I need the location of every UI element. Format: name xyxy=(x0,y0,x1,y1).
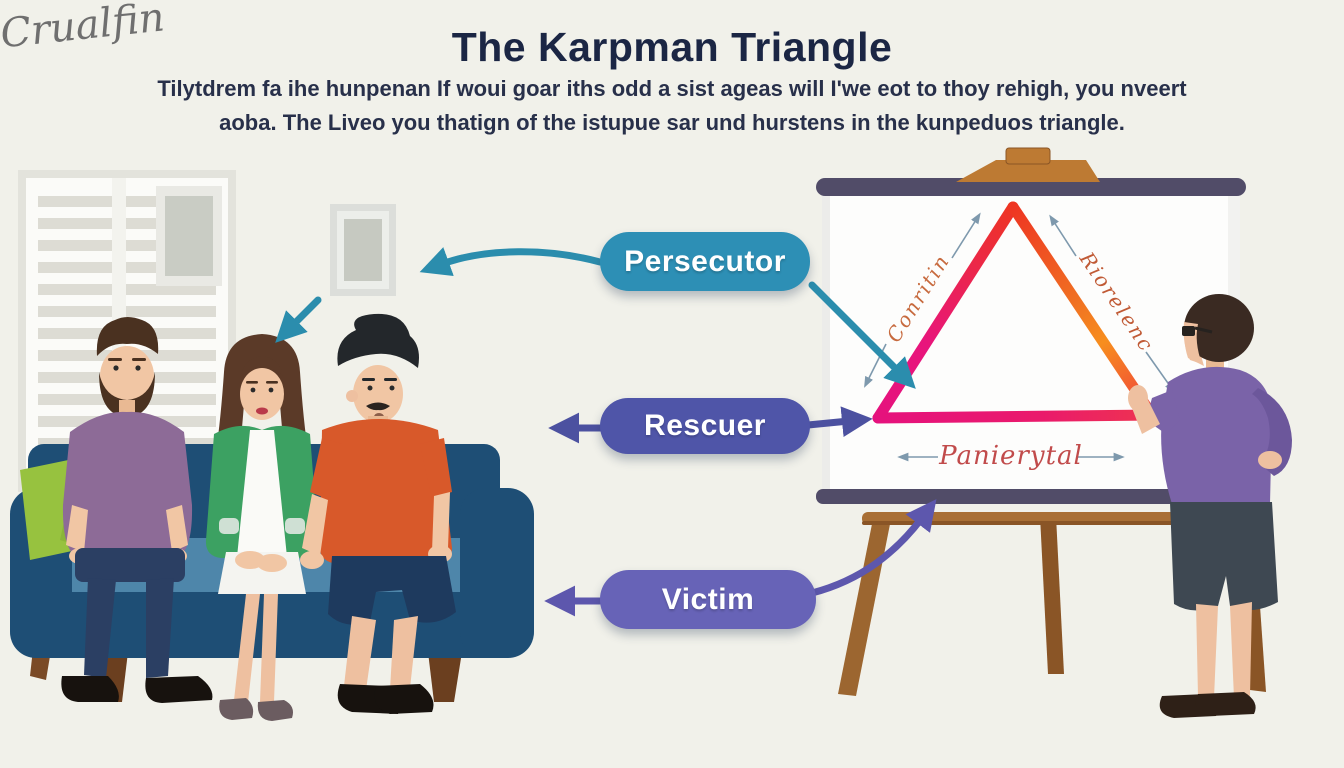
man-purple-shirt xyxy=(61,317,213,703)
persecutor-label: Persecutor xyxy=(600,232,810,291)
victim-label: Victim xyxy=(600,570,816,629)
rescuer-label: Rescuer xyxy=(600,398,810,454)
man-orange-shirt xyxy=(300,313,456,714)
persecutor-arrow-to-scene xyxy=(419,247,604,277)
subtitle-line-2: aoba. The Liveo you thatign of the istup… xyxy=(219,110,1125,135)
wall-frame-on-window xyxy=(156,186,222,286)
presenter-illustration xyxy=(1128,294,1292,718)
victim-arrow-to-easel xyxy=(808,499,937,597)
triangle-bottom-label: Panierytal xyxy=(939,441,1083,471)
wall-frame xyxy=(330,204,396,296)
woman-green-jacket xyxy=(205,334,319,721)
persecutor-arrow-to-triangle xyxy=(808,281,916,389)
page-title: The Karpman Triangle xyxy=(451,24,893,70)
triangle-edge-arrows xyxy=(864,212,1176,462)
rescuer-arrow-right xyxy=(804,406,873,438)
page-subtitle: Tilytdrem fa ihe hunpenan If woui goar i… xyxy=(60,72,1284,140)
persecutor-arrow-small xyxy=(275,296,322,343)
easel-tray xyxy=(862,512,1194,525)
subtitle-line-1: Tilytdrem fa ihe hunpenan If woui goar i… xyxy=(157,76,1187,101)
